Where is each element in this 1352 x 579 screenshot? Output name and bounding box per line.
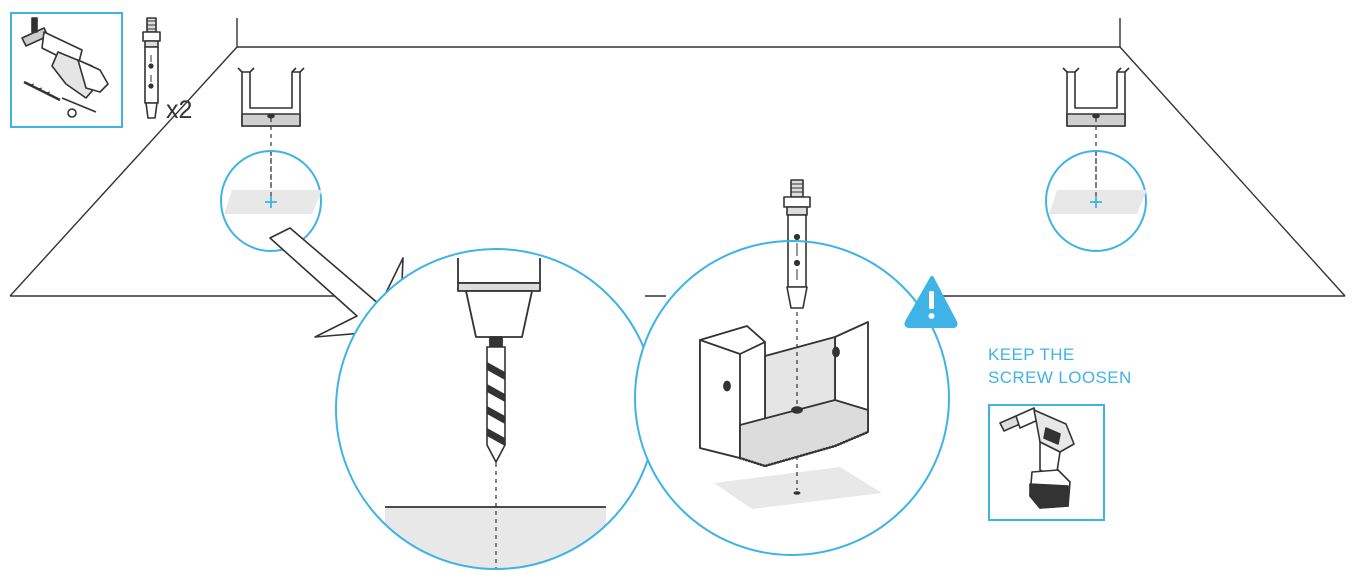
warning-triangle-icon [904, 276, 958, 328]
cordless-drill-icon [999, 407, 1075, 509]
wall-bracket-left [237, 67, 305, 127]
anchor-quantity-label: x2 [166, 96, 192, 124]
tools-box [10, 12, 123, 128]
drill-bit-icon [486, 346, 506, 464]
expansion-anchor-bolt-icon [142, 17, 161, 119]
u-bracket-icon [699, 321, 869, 468]
floor-mark-right [1045, 150, 1147, 252]
anchor-bolt-detail-icon [783, 179, 811, 309]
hammer-drill-with-bit-icon [21, 17, 109, 118]
warning-line-1: KEEP THE [988, 345, 1075, 364]
floor-mark-left [220, 150, 322, 252]
drill-detail-circle [335, 248, 657, 570]
wall-bracket-right [1062, 67, 1130, 127]
room-outline [9, 18, 1346, 297]
anchor-detail-circle [634, 179, 950, 556]
cordless-drill-box [988, 404, 1105, 521]
warning-line-2: SCREW LOOSEN [988, 368, 1132, 387]
warning-note: KEEP THE SCREW LOOSEN [988, 343, 1132, 389]
